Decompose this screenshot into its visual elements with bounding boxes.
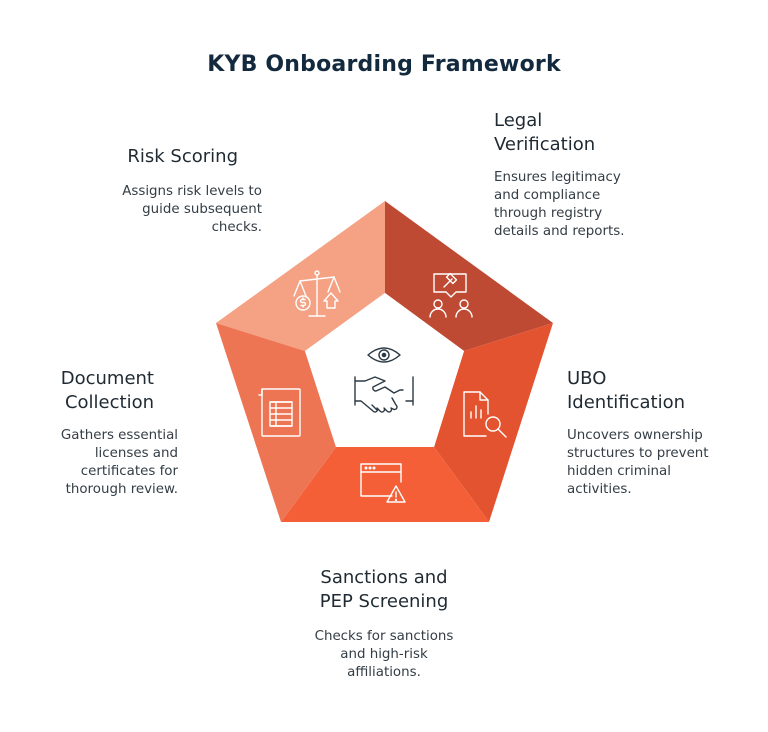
sanctions-pep-heading: Sanctions and PEP Screening xyxy=(319,567,449,612)
eye-handshake-icon xyxy=(354,347,414,413)
segment-sanctions-pep xyxy=(281,447,489,522)
gavel-people-icon xyxy=(429,272,473,318)
segment-legal-verification xyxy=(385,201,553,351)
document-collection-heading: Document Collection xyxy=(60,368,154,413)
spreadsheet-document-icon xyxy=(258,388,301,437)
document-collection-description: Gathers essential licenses and certifica… xyxy=(60,428,178,497)
ubo-identification-description: Uncovers ownership structures to prevent… xyxy=(567,428,709,497)
diagram-title: KYB Onboarding Framework xyxy=(207,52,561,77)
browser-warning-icon xyxy=(360,463,406,503)
risk-scoring-heading: Risk Scoring xyxy=(127,146,238,167)
scales-dollar-arrow-icon xyxy=(293,270,341,317)
segment-risk-scoring xyxy=(216,201,385,351)
legal-verification-description: Ensures legitimacy and compliance throug… xyxy=(494,170,625,239)
risk-scoring-description: Assigns risk levels to guide subsequent … xyxy=(122,184,262,235)
segment-ubo-identification xyxy=(434,323,553,522)
sanctions-pep-description: Checks for sanctions and high-risk affil… xyxy=(314,629,454,680)
center-pentagon xyxy=(305,293,464,447)
document-search-icon xyxy=(463,391,507,438)
legal-verification-heading: Legal Verification xyxy=(494,110,596,155)
ubo-identification-heading: UBO Identification xyxy=(567,368,686,413)
